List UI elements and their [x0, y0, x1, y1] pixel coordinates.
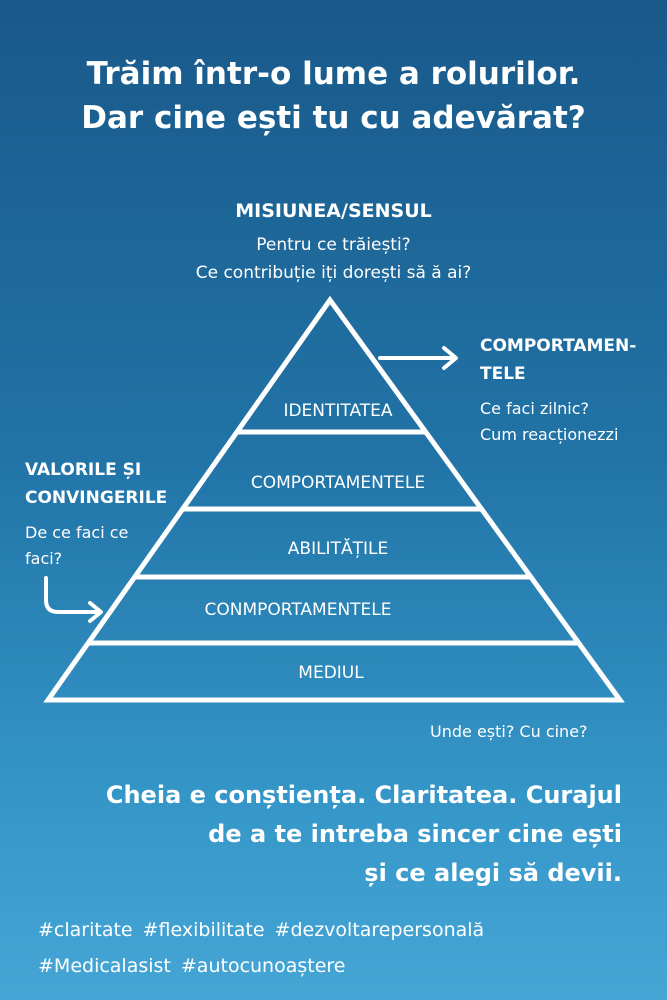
key-line: și ce alegi să devii. — [364, 859, 622, 887]
hashtag: #dezvoltarepersonală — [274, 919, 485, 941]
environment-question: Unde ești? Cu cine? — [430, 722, 588, 741]
level-behaviors-2: CONMPORTAMENTELE — [205, 600, 392, 620]
right-heading: COMPORTAMEN- TELE — [480, 332, 636, 388]
main-title: Trăim într-o lume a rolurilor. Dar cine … — [0, 52, 667, 140]
level-abilities: ABILITĂȚILE — [288, 537, 388, 559]
title-line: Dar cine ești tu cu adevărat? — [81, 100, 586, 136]
right-questions: Ce faci zilnic? Cum reacționezzi — [480, 396, 618, 448]
key-message: Cheia e conștiența. Claritatea. Curajul … — [106, 776, 622, 893]
question: De ce faci ce — [25, 523, 129, 542]
question: Pentru ce trăiești? — [256, 235, 411, 255]
heading-line: VALORILE ȘI — [25, 460, 142, 480]
level-behaviors: COMPORTAMENTELE — [251, 473, 425, 493]
left-heading: VALORILE ȘI CONVINGERILE — [25, 456, 167, 512]
pyramid-outline — [43, 295, 625, 703]
question: faci? — [25, 549, 63, 568]
level-identity: IDENTITATEA — [283, 401, 392, 421]
question: Ce contribuție iți dorești să ă ai? — [195, 263, 472, 283]
hashtag: #Medicalasist — [38, 955, 171, 977]
hashtag: #flexibilitate — [142, 919, 265, 941]
level-environment: MEDIUL — [298, 663, 364, 683]
arrow-bent-icon — [44, 576, 103, 623]
left-questions: De ce faci ce faci? — [25, 520, 155, 572]
heading-line: TELE — [480, 364, 526, 384]
arrow-right-icon — [378, 346, 458, 370]
key-line: Cheia e conștiența. Claritatea. Curajul — [105, 781, 622, 809]
heading-line: COMPORTAMEN- — [480, 336, 637, 356]
key-line: de a te intreba sincer cine ești — [208, 820, 622, 848]
question: Cum reacționezzi — [480, 425, 619, 444]
title-line: Trăim într-o lume a rolurilor. — [86, 56, 581, 92]
mission-heading: MISIUNEA/SENSUL — [235, 200, 432, 222]
hashtag: #autocunoaștere — [180, 955, 346, 977]
hashtags: #claritate #flexibilitate #dezvoltareperso… — [38, 912, 494, 984]
question: Ce faci zilnic? — [480, 399, 590, 418]
hashtag: #claritate — [38, 919, 133, 941]
heading-line: CONVINGERILE — [25, 488, 168, 508]
mission-questions: Pentru ce trăiești? Ce contribuție iți d… — [0, 231, 667, 287]
